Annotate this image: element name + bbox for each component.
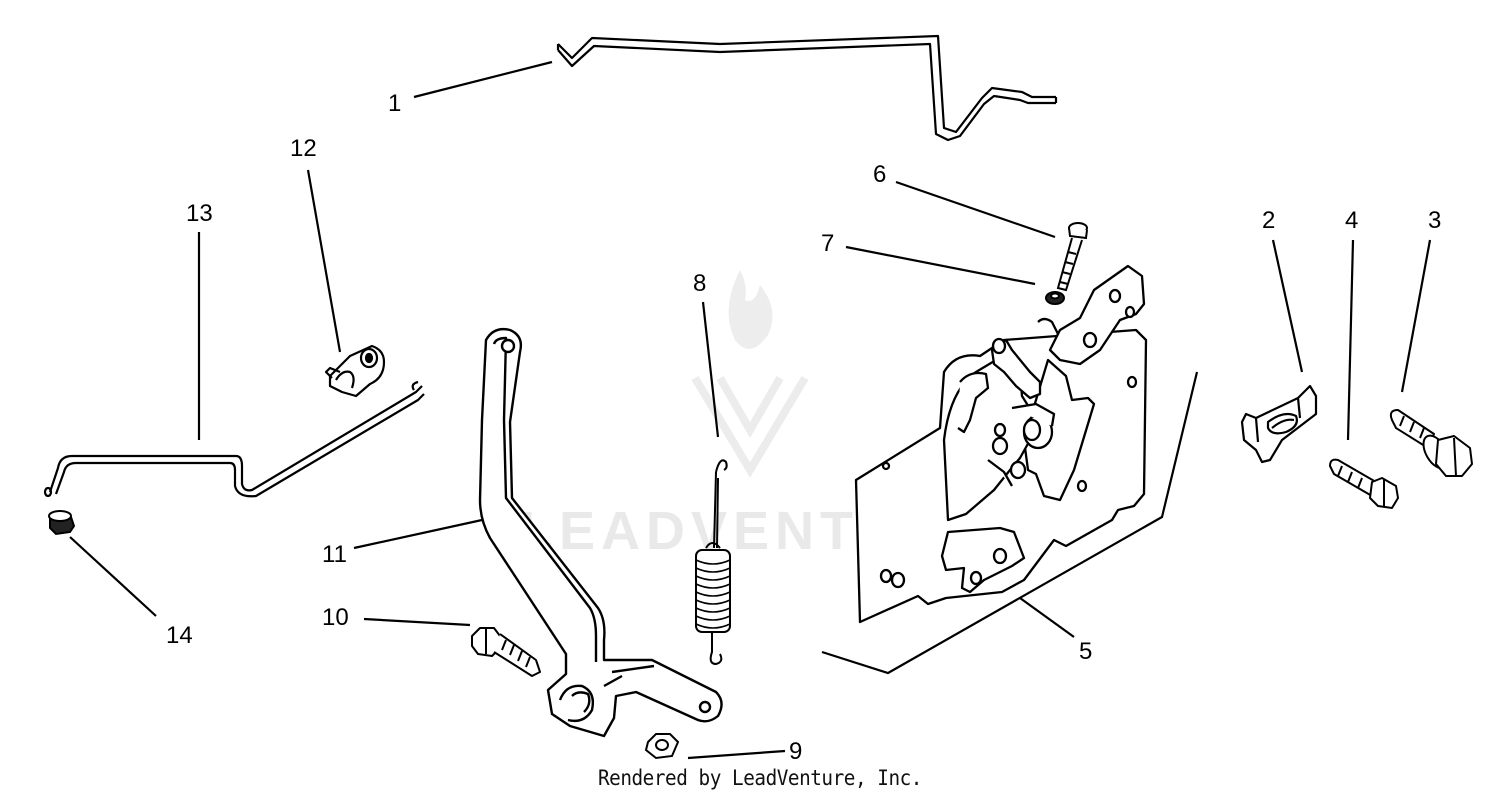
part-4-bolt — [1330, 460, 1398, 508]
render-credit: Rendered by LeadVenture, Inc. — [598, 766, 922, 790]
part-11-lever — [480, 329, 722, 736]
part-9-nut — [646, 734, 678, 758]
callout-5: 5 — [1079, 638, 1093, 665]
part-2-clip — [1242, 386, 1316, 462]
part-14-bushing — [49, 511, 74, 534]
leader-14 — [69, 536, 157, 617]
callout-2: 2 — [1262, 207, 1276, 234]
part-8-spring — [696, 460, 730, 664]
callout-7: 7 — [821, 230, 835, 257]
leader-6 — [895, 180, 1056, 239]
part-10-bolt — [472, 628, 540, 676]
part-1-governor-rod — [558, 36, 1056, 140]
part-12-clamp — [326, 346, 384, 396]
leader-11 — [353, 518, 483, 550]
leader-5a — [1019, 597, 1075, 638]
callout-1: 1 — [388, 90, 402, 117]
leader-4 — [1346, 239, 1355, 441]
leader-12 — [306, 169, 342, 353]
callout-9: 9 — [789, 738, 803, 765]
leader-2 — [1271, 239, 1304, 373]
leader-lines — [69, 60, 1432, 760]
callout-3: 3 — [1428, 207, 1442, 234]
callout-8: 8 — [693, 270, 707, 297]
leader-8 — [701, 301, 720, 438]
callout-10: 10 — [322, 604, 349, 631]
part-13-choke-rod — [45, 382, 424, 496]
part-6-screw — [1058, 223, 1087, 290]
callout-6: 6 — [873, 161, 887, 188]
watermark-logo — [691, 270, 809, 478]
callout-12: 12 — [290, 135, 317, 162]
leader-7 — [845, 245, 1036, 286]
leader-3 — [1400, 239, 1432, 393]
leader-1 — [413, 60, 553, 99]
callout-11: 11 — [322, 541, 347, 568]
bracket-5 — [821, 371, 1199, 675]
part-5-control-plate — [856, 266, 1146, 622]
part-3-bolt — [1391, 410, 1472, 476]
part-7-washer — [1046, 292, 1064, 304]
callout-14: 14 — [166, 622, 193, 649]
leader-9 — [687, 749, 786, 760]
callout-13: 13 — [186, 200, 213, 227]
callout-4: 4 — [1345, 207, 1359, 234]
leader-10 — [363, 617, 471, 627]
